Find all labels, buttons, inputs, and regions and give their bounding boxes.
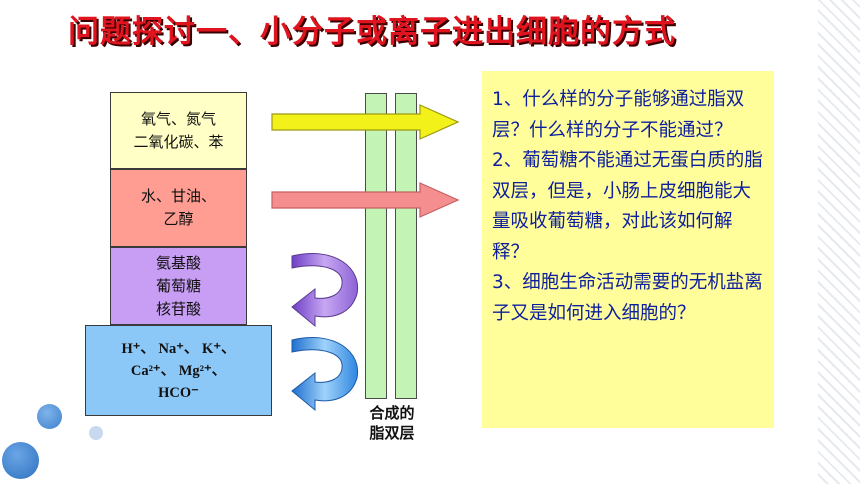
substance-box-gases: 氧气、氮气 二氧化碳、苯 bbox=[110, 92, 247, 169]
decorative-circle bbox=[37, 404, 62, 429]
substance-line: 乙醇 bbox=[163, 210, 194, 228]
decorative-circle bbox=[2, 442, 39, 479]
substance-line: 葡萄糖 bbox=[155, 276, 201, 295]
question-item: 1、什么样的分子能够通过脂双层？什么样的分子不能通过？ bbox=[492, 89, 745, 141]
question-item: 2、葡萄糖不能通过无蛋白质的脂双层，但是，小肠上皮细胞能大量吸收葡萄糖，对此该如… bbox=[492, 150, 763, 263]
curved-rebound-arrow-icon bbox=[291, 253, 359, 328]
membrane-label: 合成的 脂双层 bbox=[347, 403, 437, 443]
substance-box-small-polar: 水、甘油、 乙醇 bbox=[110, 169, 247, 247]
membrane-label-line: 合成的 bbox=[369, 404, 415, 422]
substance-line: 氨基酸 bbox=[155, 253, 201, 272]
arrow-right-icon bbox=[271, 182, 460, 218]
substance-line: HCO⁻ bbox=[158, 384, 199, 401]
question-item: 3、细胞生命活动需要的无机盐离子又是如何进入细胞的？ bbox=[492, 272, 763, 324]
lipid-bilayer-right-layer bbox=[395, 93, 417, 399]
substance-line: 核苷酸 bbox=[155, 299, 201, 318]
substance-box-ions: H⁺、 Na⁺、 K⁺、 Ca²⁺、 Mg²⁺、 HCO⁻ bbox=[85, 325, 272, 416]
decorative-circle bbox=[89, 426, 103, 440]
membrane-label-line: 脂双层 bbox=[369, 424, 415, 442]
substance-line: Ca²⁺、 Mg²⁺、 bbox=[130, 362, 227, 379]
substance-line: 二氧化碳、苯 bbox=[133, 132, 224, 151]
substance-line: 氧气、氮气 bbox=[140, 109, 216, 128]
questions-box: 1、什么样的分子能够通过脂双层？什么样的分子不能通过？ 2、葡萄糖不能通过无蛋白… bbox=[482, 71, 774, 428]
page-title: 问题探讨一、小分子或离子进出细胞的方式 bbox=[68, 14, 676, 50]
substance-box-large-molecules: 氨基酸 葡萄糖 核苷酸 bbox=[110, 247, 247, 325]
decorative-hatch-band bbox=[818, 0, 860, 484]
substance-line: 水、甘油、 bbox=[140, 187, 216, 205]
curved-rebound-arrow-icon bbox=[291, 337, 359, 412]
lipid-bilayer-left-layer bbox=[365, 93, 387, 399]
arrow-right-icon bbox=[271, 104, 460, 140]
substance-line: H⁺、 Na⁺、 K⁺、 bbox=[121, 340, 236, 357]
